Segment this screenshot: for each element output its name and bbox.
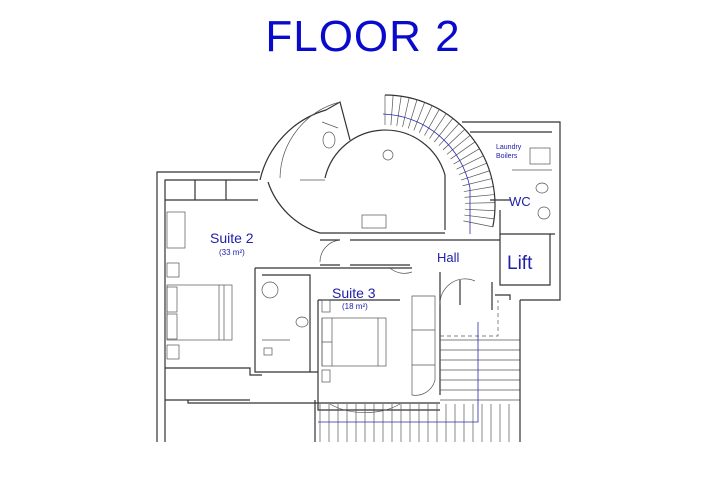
stair-tread [446, 135, 471, 155]
wc-label: WC [509, 194, 531, 209]
stair-tread [390, 95, 394, 126]
stair-tread [463, 186, 494, 192]
stair-tread [464, 208, 495, 212]
hall-label: Hall [437, 250, 460, 265]
suite3-label: Suite 3 [332, 285, 376, 301]
stair-tread [418, 105, 433, 133]
stair-tread [396, 96, 402, 126]
suite2-area: (33 m²) [219, 248, 245, 257]
lift-label: Lift [507, 253, 533, 274]
floor-title: FLOOR 2 [265, 12, 461, 61]
walls [156, 94, 561, 442]
stair-tread [460, 170, 490, 181]
suite3-area: (18 m²) [342, 302, 368, 311]
stair-tread [450, 141, 476, 160]
laundry-label: Laundry [496, 144, 522, 151]
stair-tread [456, 155, 484, 170]
stair-tread [438, 123, 460, 147]
stair-tread [464, 214, 495, 220]
suite2-label: Suite 2 [210, 230, 254, 246]
stair-tread [463, 220, 493, 228]
stair-tread [458, 162, 487, 175]
room-labels: Suite 2 (33 m²) Suite 3 (18 m²) Hall Lif… [210, 144, 533, 311]
stair-outer-wall [384, 94, 496, 227]
stair-tread [442, 129, 466, 151]
stair-tread [413, 102, 425, 131]
stair-tread [402, 97, 410, 128]
stair-tread [424, 109, 440, 136]
stair-tread [407, 99, 418, 129]
main-staircase [319, 339, 520, 442]
spiral-staircase [384, 94, 496, 228]
stair-tread [434, 118, 454, 143]
stair-tread [453, 148, 480, 165]
stair-tread [464, 202, 495, 204]
boilers-label: Boilers [496, 153, 518, 160]
stair-tread [462, 178, 492, 187]
stair-tread [464, 194, 495, 198]
stair-tread [429, 113, 447, 139]
